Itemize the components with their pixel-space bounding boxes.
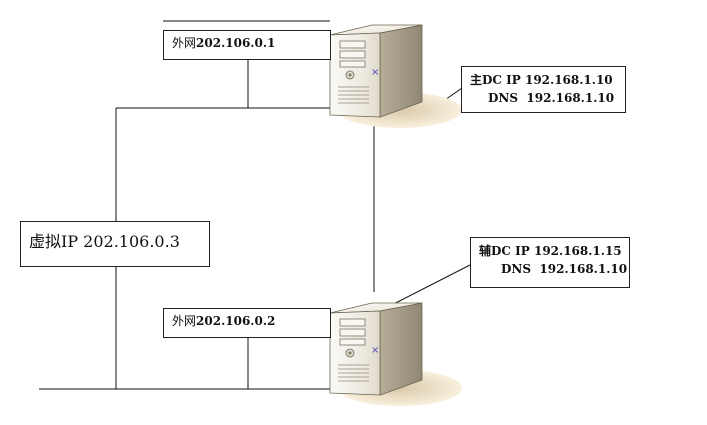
top-server-info-label: 主DC IP 192.168.1.10 DNS 192.168.1.10	[461, 66, 626, 113]
bottom-server-dns-line: DNS 192.168.1.10	[479, 260, 627, 278]
top-outer-ip-label: 外网202.106.0.1	[163, 30, 331, 60]
top-server-status-x-icon: ×	[371, 67, 380, 78]
top-outer-ip-prefix: 外网	[172, 36, 197, 50]
server-tower-icon-bottom	[329, 302, 463, 407]
bottom-server-dns-label: DNS	[501, 262, 532, 276]
bottom-outer-ip-prefix: 外网	[172, 314, 197, 328]
top-server-dns-ip: 192.168.1.10	[526, 91, 615, 105]
bottom-outer-ip-label: 外网202.106.0.2	[163, 308, 331, 338]
server-tower-icon-top	[329, 24, 463, 129]
bottom-server-status-x-icon: ×	[371, 345, 380, 356]
top-server-ip-text: IP 192.168.1.10	[506, 73, 613, 87]
bottom-server-role-text: 辅DC	[479, 244, 511, 258]
bottom-server-role-line: 辅DC IP 192.168.1.15	[479, 242, 622, 260]
top-server-role-text: 主DC	[470, 73, 502, 87]
top-server-role-line: 主DC IP 192.168.1.10	[470, 71, 617, 89]
top-server-dns-label: DNS	[488, 91, 519, 105]
bottom-server-info-label: 辅DC IP 192.168.1.15 DNS 192.168.1.10	[470, 237, 630, 288]
virtual-ip-label: 虚拟IP 202.106.0.3	[20, 221, 210, 267]
bottom-outer-ip-value: 202.106.0.2	[196, 314, 276, 328]
top-server-dns-line: DNS 192.168.1.10	[470, 89, 617, 107]
bottom-server-ip-text: IP 192.168.1.15	[515, 244, 622, 258]
bottom-server-dns-ip: 192.168.1.10	[539, 262, 628, 276]
top-outer-ip-value: 202.106.0.1	[196, 36, 276, 50]
virtual-ip-text: 虚拟IP 202.106.0.3	[29, 232, 180, 251]
